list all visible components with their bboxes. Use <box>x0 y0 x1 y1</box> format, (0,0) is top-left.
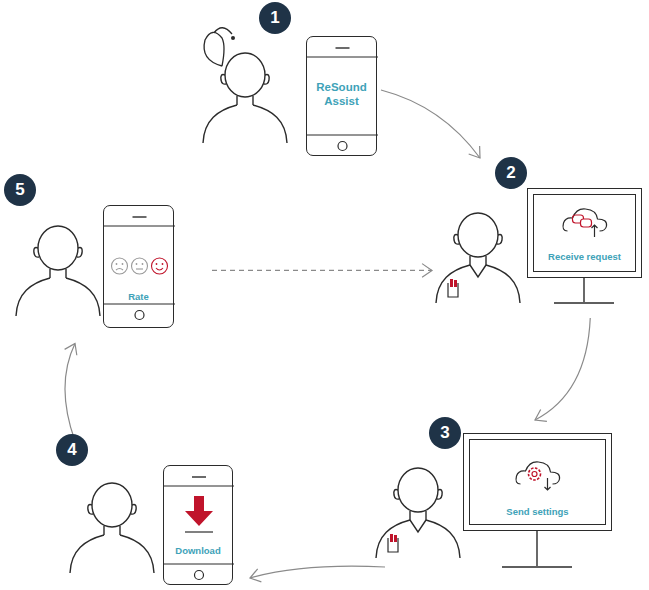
patient-figure <box>16 226 100 316</box>
phone-screen: ReSound Assist <box>306 36 377 156</box>
callout-number: 3 <box>429 417 461 449</box>
screen-label: Download <box>166 545 230 556</box>
screen-label: Receive request <box>536 251 633 262</box>
patient-figure <box>70 483 154 573</box>
audiologist-figure <box>436 213 520 303</box>
monitor-screen: Receive request <box>527 188 642 278</box>
screen-label: Send settings <box>472 506 603 517</box>
screen-icon <box>104 206 175 326</box>
flow-arrow <box>381 90 480 158</box>
patient-figure <box>203 28 287 143</box>
monitor-screen: Send settings <box>463 433 612 531</box>
callout-number: 1 <box>259 2 291 34</box>
audiologist-figure <box>376 468 460 558</box>
callout-number: 4 <box>56 434 88 466</box>
flow-arrow <box>65 343 77 441</box>
screen-icon <box>528 189 643 279</box>
phone-screen: Rate <box>103 205 174 328</box>
callout-number: 5 <box>4 174 36 206</box>
flow-arrow <box>212 264 432 278</box>
screen-label: ReSound Assist <box>309 81 374 109</box>
screen-label: Rate <box>106 291 171 302</box>
screen-icon <box>164 466 234 586</box>
phone-screen: Download <box>163 465 233 585</box>
screen-icon <box>464 434 613 532</box>
flow-arrow <box>250 566 385 582</box>
callout-number: 2 <box>495 157 527 189</box>
flow-arrow <box>535 318 590 421</box>
